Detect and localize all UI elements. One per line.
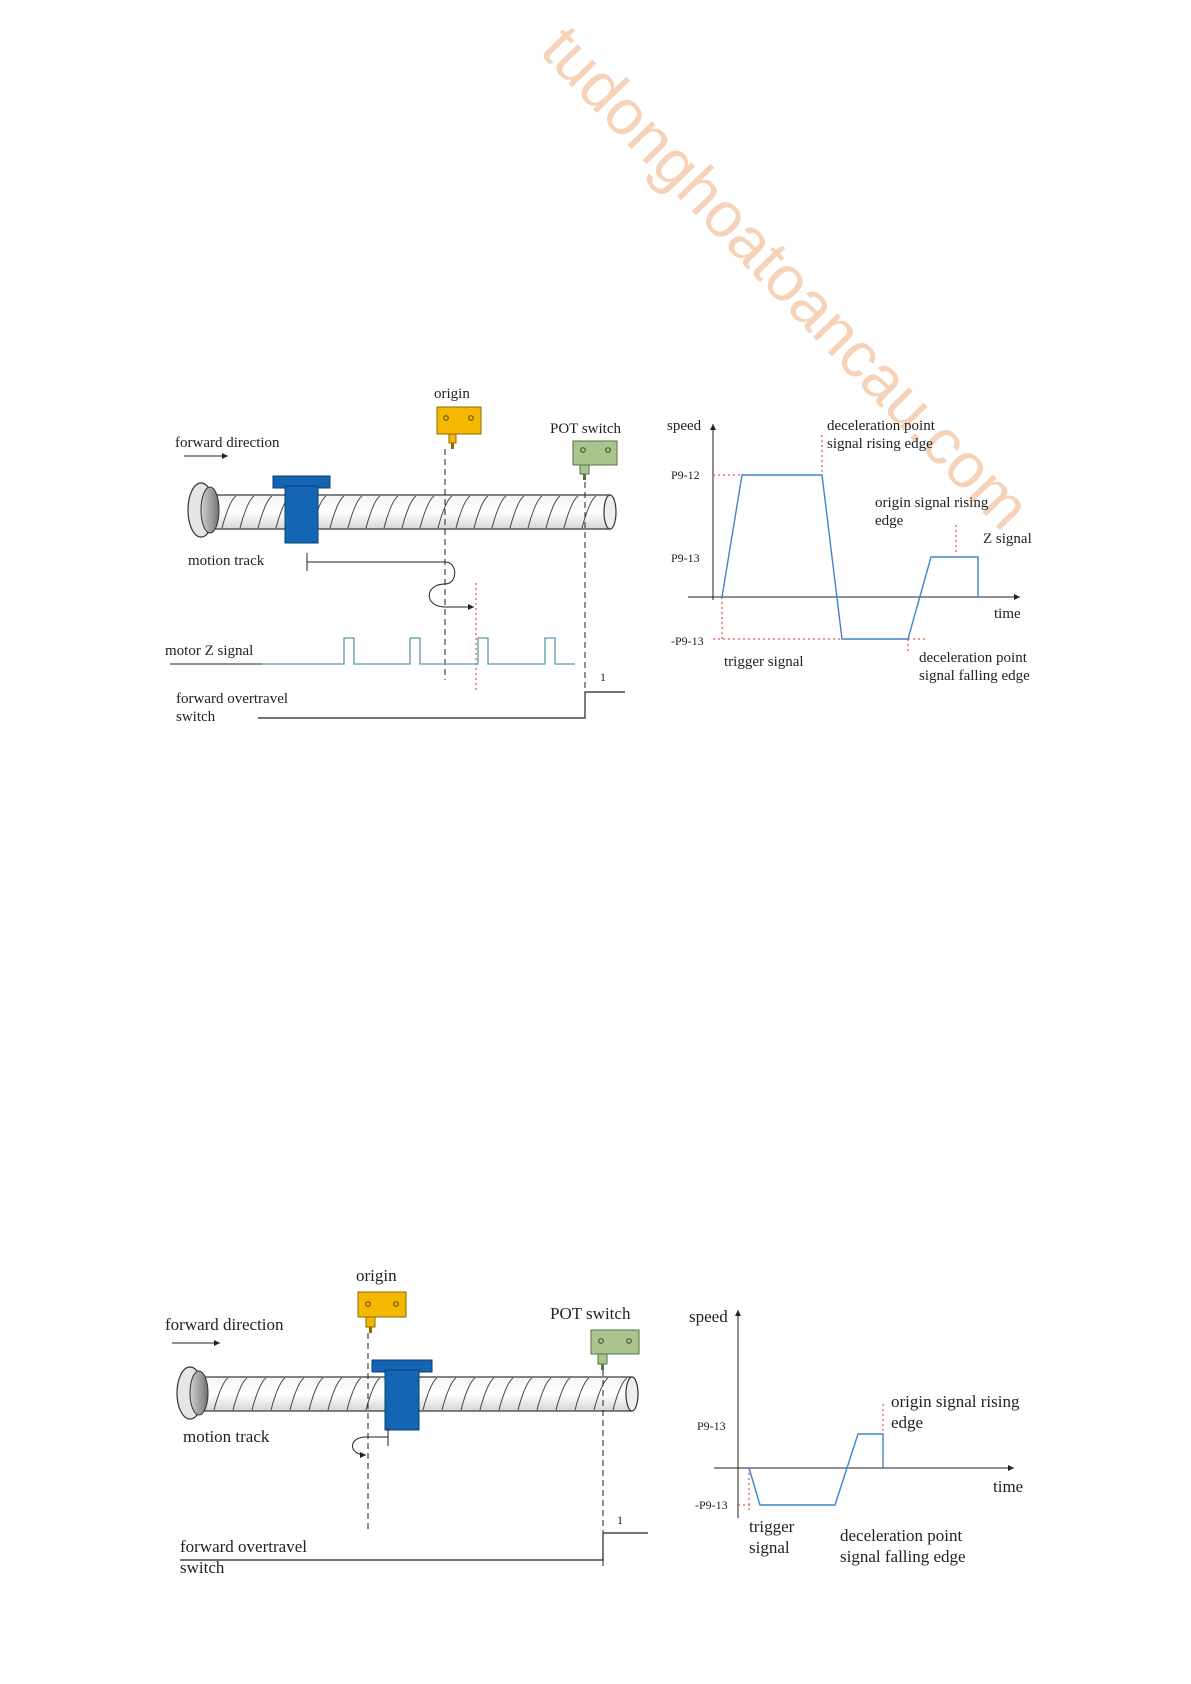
screw-thread: [563, 495, 579, 529]
origin-switch-icon-2: [357, 1291, 407, 1333]
tick-neg-p9-13-2: -P9-13: [695, 1498, 728, 1512]
diagram2-mechanics: forward direction origin POT switch: [165, 1266, 648, 1577]
decel-rise-label-line2: signal rising edge: [827, 436, 933, 452]
pot-switch-label-2: POT switch: [550, 1304, 631, 1323]
origin-rise-label-line2: edge: [875, 513, 904, 529]
screw-thread: [555, 1377, 571, 1411]
fwd-overtravel-label-line2-2: switch: [180, 1558, 225, 1577]
fwd-overtravel-label-line1-2: forward overtravel: [180, 1537, 307, 1556]
tick-neg-p9-13: -P9-13: [671, 634, 704, 648]
screw-thread: [365, 495, 381, 529]
decel-fall-label-line1: deceleration point: [919, 650, 1028, 666]
motor-z-signal-label: motor Z signal: [165, 643, 253, 659]
speed-axis-label: speed: [667, 418, 702, 434]
fwd-overtravel-signal-2: [180, 1532, 648, 1561]
screw-thread: [422, 1377, 438, 1411]
screw-thread: [270, 1377, 286, 1411]
screw-thread: [441, 1377, 457, 1411]
origin-label-2: origin: [356, 1266, 397, 1285]
screw-thread: [581, 495, 597, 529]
screw-thread: [232, 1377, 248, 1411]
motion-track-label: motion track: [188, 553, 265, 569]
pot-switch-icon-2: [590, 1329, 640, 1370]
motion-track-path: [306, 553, 474, 610]
screw-thread: [308, 1377, 324, 1411]
time-axis-label: time: [994, 606, 1021, 622]
origin-rise-label-line1: origin signal rising: [875, 495, 989, 511]
origin-rise-label-line1-2: origin signal rising: [891, 1392, 1020, 1411]
motion-track-path-2: [352, 1428, 389, 1458]
forward-direction-label-2: forward direction: [165, 1315, 284, 1334]
screw-thread: [239, 495, 255, 529]
screw-thread: [221, 495, 237, 529]
carriage-block: [272, 475, 331, 544]
tick-p9-13: P9-13: [671, 551, 700, 565]
diagram1-mechanics: forward direction origin POT switch: [165, 386, 625, 725]
diagram2-speed-chart: speed time P9-13 -P9-13 origin signal ri…: [689, 1307, 1023, 1566]
tick-p9-12: P9-12: [671, 468, 700, 482]
motion-track-label-2: motion track: [183, 1427, 270, 1446]
screw-thread: [536, 1377, 552, 1411]
pot-switch-icon: [572, 440, 618, 480]
screw-thread: [346, 1377, 362, 1411]
screw-thread: [460, 1377, 476, 1411]
screw-thread: [437, 495, 453, 529]
screw-thread: [545, 495, 561, 529]
screw-thread: [329, 495, 345, 529]
origin-switch-icon: [436, 406, 482, 449]
screw-thread: [612, 1377, 628, 1411]
trigger-signal-label: trigger signal: [724, 654, 804, 670]
speed-profile-curve: [721, 474, 979, 640]
screw-thread: [491, 495, 507, 529]
screw-thread: [347, 495, 363, 529]
speed-profile-curve-2: [748, 1433, 884, 1506]
lead-screw: [187, 482, 617, 538]
decel-fall-label-line2-2: signal falling edge: [840, 1547, 966, 1566]
decel-rise-label-line1: deceleration point: [827, 418, 936, 434]
screw-thread: [473, 495, 489, 529]
screw-thread: [455, 495, 471, 529]
screw-thread: [517, 1377, 533, 1411]
origin-label: origin: [434, 386, 470, 402]
screw-thread: [593, 1377, 609, 1411]
forward-direction-label: forward direction: [175, 435, 280, 451]
screw-thread: [498, 1377, 514, 1411]
time-axis-label-2: time: [993, 1477, 1023, 1496]
screw-thread: [527, 495, 543, 529]
fwd-overtravel-signal: [258, 691, 625, 719]
diagram1-speed-chart: speed time P9-12 P9-13 -P9-13 decelerati…: [667, 418, 1032, 684]
fwd-overtravel-level-one: 1: [600, 670, 606, 684]
screw-thread: [213, 1377, 229, 1411]
decel-fall-label-line1-2: deceleration point: [840, 1526, 963, 1545]
motor-z-pulse-train: [262, 637, 575, 665]
speed-axis-label-2: speed: [689, 1307, 728, 1326]
screw-thread: [383, 495, 399, 529]
trigger-label-line2-2: signal: [749, 1538, 790, 1557]
screw-thread: [419, 495, 435, 529]
screw-thread: [327, 1377, 343, 1411]
screw-thread: [257, 495, 273, 529]
z-signal-label: Z signal: [983, 531, 1032, 547]
screw-thread: [289, 1377, 305, 1411]
screw-thread: [509, 495, 525, 529]
pot-switch-label: POT switch: [550, 421, 621, 437]
origin-rise-label-line2-2: edge: [891, 1413, 923, 1432]
carriage-block-2: [371, 1359, 433, 1431]
screw-thread: [365, 1377, 381, 1411]
tick-p9-13-2: P9-13: [697, 1419, 726, 1433]
decel-fall-label-line2: signal falling edge: [919, 668, 1030, 684]
trigger-label-line1-2: trigger: [749, 1517, 795, 1536]
screw-thread: [574, 1377, 590, 1411]
screw-thread: [401, 495, 417, 529]
screw-thread: [251, 1377, 267, 1411]
fwd-overtravel-label-line2: switch: [176, 709, 216, 725]
fwd-overtravel-level-one-2: 1: [617, 1513, 623, 1527]
screw-thread: [479, 1377, 495, 1411]
fwd-overtravel-label-line1: forward overtravel: [176, 691, 288, 707]
